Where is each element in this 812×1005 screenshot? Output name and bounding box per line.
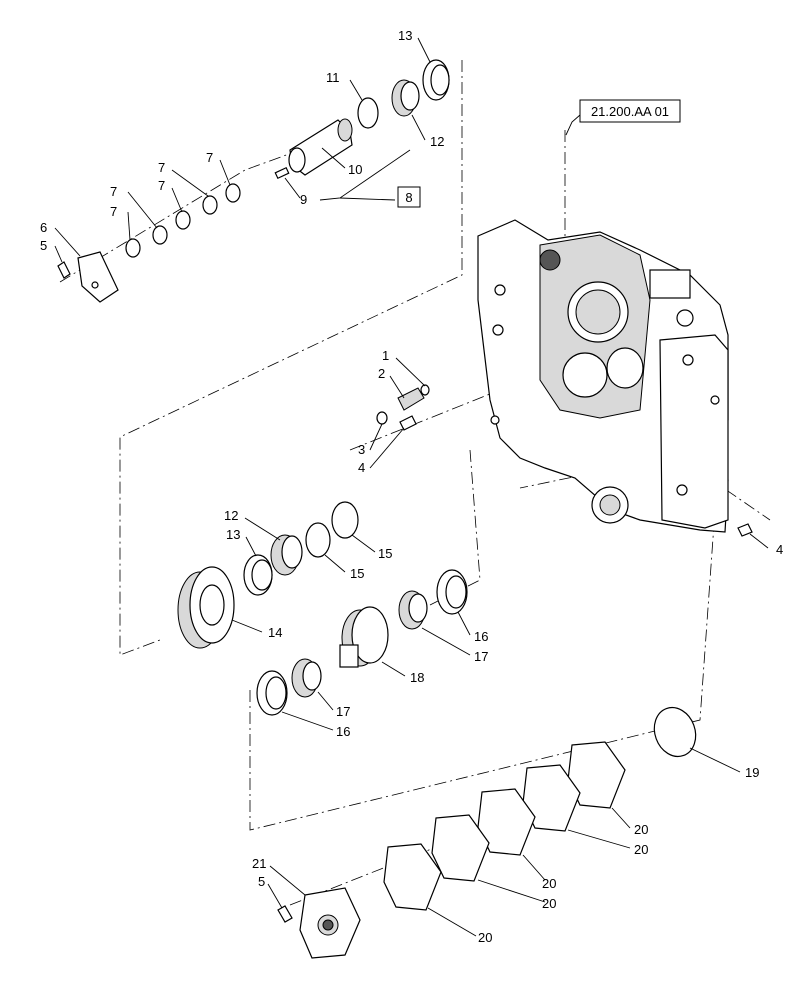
cover-plate-6[interactable] (77, 251, 119, 303)
o-ring-19[interactable] (648, 702, 703, 763)
callout-20-b: 20 (634, 842, 648, 857)
bearing-17-upper[interactable] (398, 590, 428, 630)
callout-5-bottom: 5 (258, 874, 265, 889)
group-box-label: 8 (405, 190, 412, 205)
callout-21: 21 (252, 856, 266, 871)
callout-4-left: 4 (358, 460, 365, 475)
bolt-5-bottom[interactable] (277, 905, 293, 923)
callout-12-middle: 12 (224, 508, 238, 523)
callout-13-top: 13 (398, 28, 412, 43)
callout-16-lower: 16 (336, 724, 350, 739)
callout-7-a: 7 (206, 150, 213, 165)
callout-11: 11 (326, 70, 340, 85)
callout-18: 18 (410, 670, 424, 685)
gear-14[interactable] (177, 566, 235, 649)
pin-9[interactable] (274, 166, 290, 180)
bearing-cup-13-top[interactable] (422, 59, 450, 101)
callout-17-lower: 17 (336, 704, 350, 719)
callout-13-middle: 13 (226, 527, 240, 542)
valve-2[interactable] (397, 387, 425, 411)
o-ring-3[interactable] (376, 411, 388, 425)
shims-7[interactable] (125, 183, 241, 258)
leader-lines (54, 37, 769, 937)
callout-19: 19 (745, 765, 759, 780)
dowel-4-left[interactable] (399, 415, 417, 431)
callout-3: 3 (358, 442, 365, 457)
callout-20-c: 20 (542, 876, 556, 891)
callout-6: 6 (40, 220, 47, 235)
bearing-cup-16-upper[interactable] (436, 569, 468, 615)
gaskets-20[interactable] (383, 741, 626, 911)
callouts: 13 11 12 10 9 7 7 7 7 7 6 5 1 2 3 4 4 12… (40, 28, 783, 945)
bearing-17-lower[interactable] (291, 658, 322, 698)
gear-shaft-18[interactable] (339, 606, 389, 668)
snap-ring-15-inner[interactable] (305, 522, 331, 558)
callout-1: 1 (382, 348, 389, 363)
callout-15-a: 15 (378, 546, 392, 561)
snap-ring-11[interactable] (357, 97, 379, 129)
callout-17-upper: 17 (474, 649, 488, 664)
callout-12-top: 12 (430, 134, 444, 149)
bolt-5-top[interactable] (57, 261, 71, 279)
cover-21[interactable] (299, 887, 361, 959)
dowel-4-right[interactable] (737, 523, 753, 537)
callout-9: 9 (300, 192, 307, 207)
bearing-cup-13-middle[interactable] (243, 554, 273, 596)
bearing-12-top[interactable] (391, 79, 420, 117)
reference-box[interactable]: 21.200.AA 01 (579, 99, 681, 123)
callout-15-b: 15 (350, 566, 364, 581)
snap-ring-15-outer[interactable] (331, 501, 359, 539)
callout-14: 14 (268, 625, 282, 640)
callout-20-e: 20 (478, 930, 492, 945)
transmission-housing[interactable] (477, 219, 729, 533)
callout-20-d: 20 (542, 896, 556, 911)
callout-7-e: 7 (110, 204, 117, 219)
callout-16-upper: 16 (474, 629, 488, 644)
callout-20-a: 20 (634, 822, 648, 837)
callout-7-b: 7 (158, 160, 165, 175)
callout-10: 10 (348, 162, 362, 177)
shaft-10[interactable] (288, 118, 353, 176)
bearing-12-middle[interactable] (270, 534, 303, 576)
callout-7-c: 7 (158, 178, 165, 193)
callout-5-top: 5 (40, 238, 47, 253)
bearing-cup-16-lower[interactable] (256, 670, 288, 716)
reference-label: 21.200.AA 01 (591, 104, 669, 119)
callout-2: 2 (378, 366, 385, 381)
plug-1[interactable] (420, 384, 430, 396)
callout-4-right: 4 (776, 542, 783, 557)
callout-7-d: 7 (110, 184, 117, 199)
group-box-8[interactable]: 8 (397, 186, 421, 208)
